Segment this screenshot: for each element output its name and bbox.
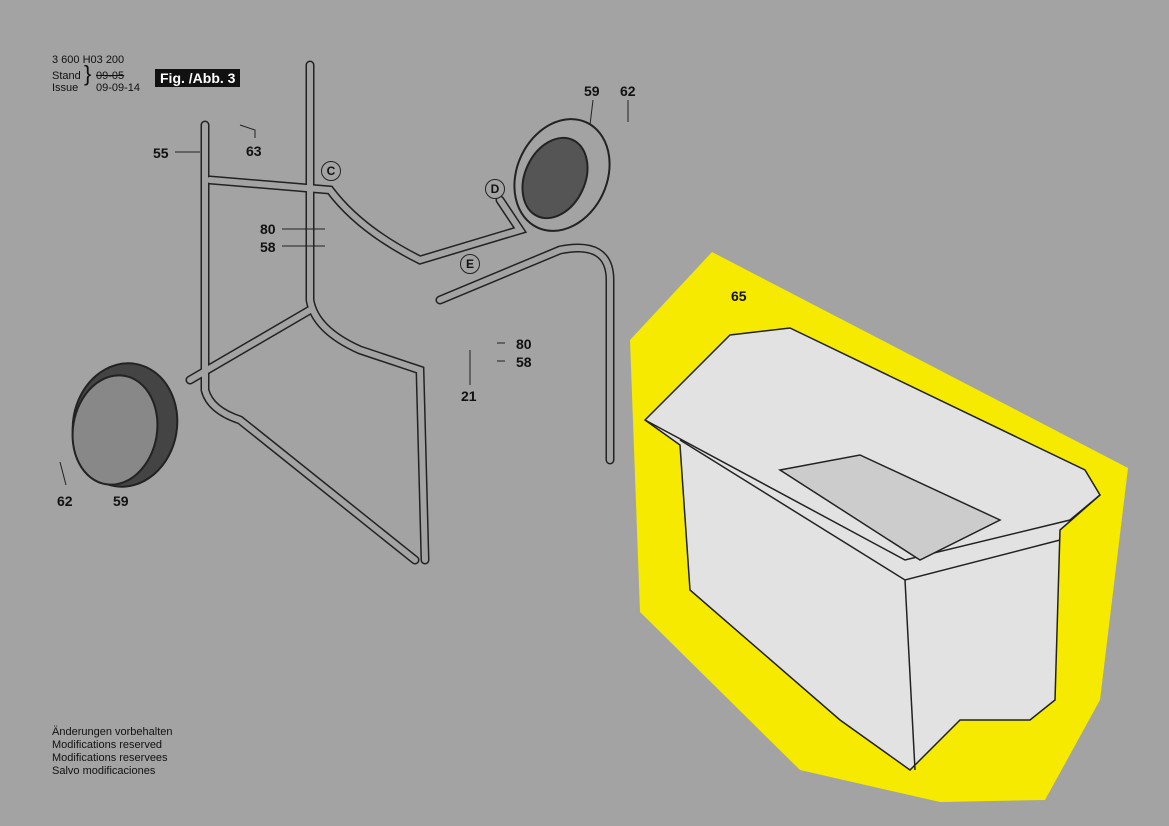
part-59-b: 59 [113, 493, 129, 509]
part-62: 62 [620, 83, 636, 99]
doc-number: 3 600 H03 200 [52, 54, 125, 66]
footer-line-1: Änderungen vorbehalten [52, 726, 173, 738]
brace: } [84, 61, 92, 86]
wheel-left [71, 362, 179, 488]
part-80: 80 [260, 221, 276, 237]
stand-label: Stand [52, 70, 81, 82]
frame-inner [187, 62, 613, 563]
issue-label: Issue [52, 82, 79, 94]
footer-line-3: Modifications reservees [52, 752, 168, 764]
part-58: 58 [260, 239, 276, 255]
footer-line-2: Modifications reserved [52, 739, 163, 751]
ref-e: E [460, 254, 480, 274]
part-62-b: 62 [57, 493, 73, 509]
part-65: 65 [731, 288, 747, 304]
stand-date: 09-05 [96, 70, 125, 82]
part-58-b: 58 [516, 354, 532, 370]
footer-line-4: Salvo modificaciones [52, 765, 156, 777]
collection-bin [643, 327, 1101, 771]
figure-label: Fig. /Abb. 3 [155, 69, 241, 87]
leader-lines [59, 99, 629, 486]
wheel-right [513, 118, 611, 232]
part-63: 63 [246, 143, 262, 159]
issue-date: 09-09-14 [96, 82, 141, 94]
ref-c: C [321, 161, 341, 181]
part-55: 55 [153, 145, 169, 161]
part-21: 21 [461, 388, 477, 404]
part-59: 59 [584, 83, 600, 99]
part-80-b: 80 [516, 336, 532, 352]
ref-d: D [485, 179, 505, 199]
